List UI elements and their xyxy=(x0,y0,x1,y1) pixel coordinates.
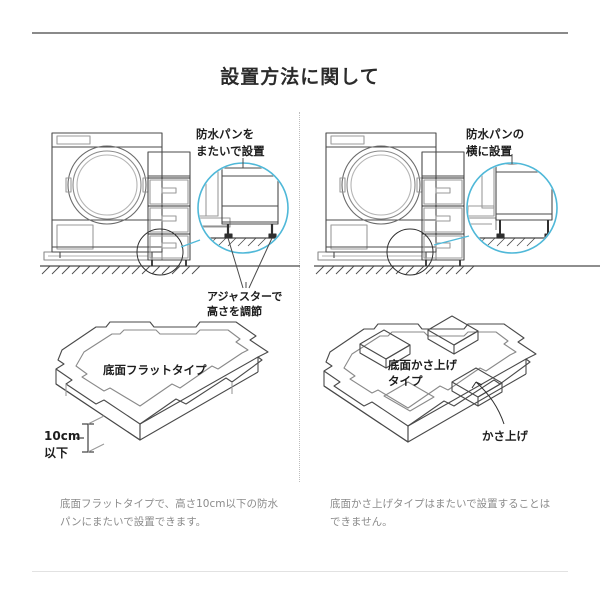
riser-leader-arrow xyxy=(471,381,483,389)
center-divider xyxy=(299,112,300,482)
page-title: 設置方法に関して xyxy=(220,66,380,88)
magnifier-focus-circle-left xyxy=(136,228,184,276)
tray-label-flat: 底面フラットタイプ xyxy=(103,363,207,377)
panel-flat-type: 防水パンを またいで設置 アジャスターで 高さを調節 底面フラットタイプ 10c… xyxy=(40,127,300,529)
height-limit-label: 10cm 以下 xyxy=(44,429,81,460)
washing-machine-left xyxy=(51,132,163,258)
caption-raised-type: 底面かさ上げタイプはまたいで設置することはできません。 xyxy=(330,498,551,529)
bubble-leader-left xyxy=(180,239,201,248)
callout-bubble-right xyxy=(466,162,558,254)
callout-bubble-left xyxy=(197,162,289,254)
panel-raised-type: 防水パンの 横に設置 底面かさ上げ タイプ かさ上げ 底面かさ上げタイプはまたい… xyxy=(300,0,600,600)
riser-block-front-right xyxy=(451,367,503,407)
left-illustration xyxy=(40,132,300,453)
riser-block-rear-right xyxy=(427,315,479,355)
caption-flat-type: 底面フラットタイプで、高さ10cm以下の防水パンにまたいで設置できます。 xyxy=(60,498,278,529)
flat-drain-pan-3d xyxy=(55,321,269,441)
bubble-leader-right xyxy=(433,235,470,246)
right-illustration xyxy=(314,132,600,443)
drain-pan-right xyxy=(317,251,437,261)
callout-label-straddle: 防水パンを またいで設置 xyxy=(196,127,265,158)
raised-drain-pan-3d xyxy=(323,315,537,443)
adjuster-label: アジャスターで 高さを調節 xyxy=(207,290,283,319)
riser-block-rear-left xyxy=(359,329,411,369)
callout-label-beside: 防水パンの 横に設置 xyxy=(466,127,525,158)
riser-leader-line xyxy=(475,381,505,425)
top-divider-rule xyxy=(32,32,568,34)
bottom-divider-rule xyxy=(32,571,568,572)
washing-machine-right xyxy=(325,132,437,258)
cabinet-left xyxy=(147,151,191,266)
tray-label-raised: 底面かさ上げ タイプ xyxy=(388,358,457,389)
drain-pan-left xyxy=(43,251,163,261)
riser-label: かさ上げ xyxy=(482,429,528,443)
magnifier-focus-circle-right xyxy=(386,228,434,276)
floor-line-right xyxy=(314,265,600,275)
cabinet-right xyxy=(421,151,465,266)
dimension-10cm xyxy=(76,415,105,453)
adjuster-leader-left xyxy=(227,237,273,289)
riser-block-front-left xyxy=(383,381,435,412)
